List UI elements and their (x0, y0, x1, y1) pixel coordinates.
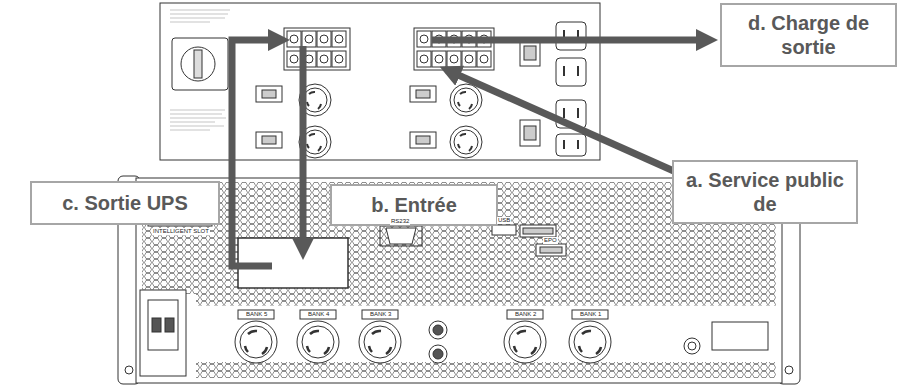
panel-label: INTELLIGENT SLOT (152, 228, 210, 235)
bypass-panel (160, 3, 600, 160)
callout-text: b. Entrée (340, 193, 488, 217)
panel-label: RS232 (390, 218, 410, 225)
panel-label: BANK 1 (579, 311, 602, 318)
panel-label: BANK 2 (514, 311, 537, 318)
callout-text: a. Service public de (682, 168, 848, 216)
callout-box: b. Entrée (330, 184, 498, 226)
callout-text: d. Charge de sortie (730, 11, 887, 59)
callout-text: c. Sortie UPS (40, 191, 210, 215)
panel-label: BANK 5 (245, 311, 268, 318)
panel-label: BANK 4 (307, 311, 330, 318)
panel-label: USB (497, 217, 511, 224)
panel-label: EPO (543, 237, 558, 244)
panel-label: BANK 3 (369, 311, 392, 318)
callout-box: a. Service public de (672, 160, 858, 224)
callout-box: d. Charge de sortie (720, 3, 897, 67)
callout-box: c. Sortie UPS (30, 181, 220, 225)
pointer-arrows (232, 40, 710, 266)
